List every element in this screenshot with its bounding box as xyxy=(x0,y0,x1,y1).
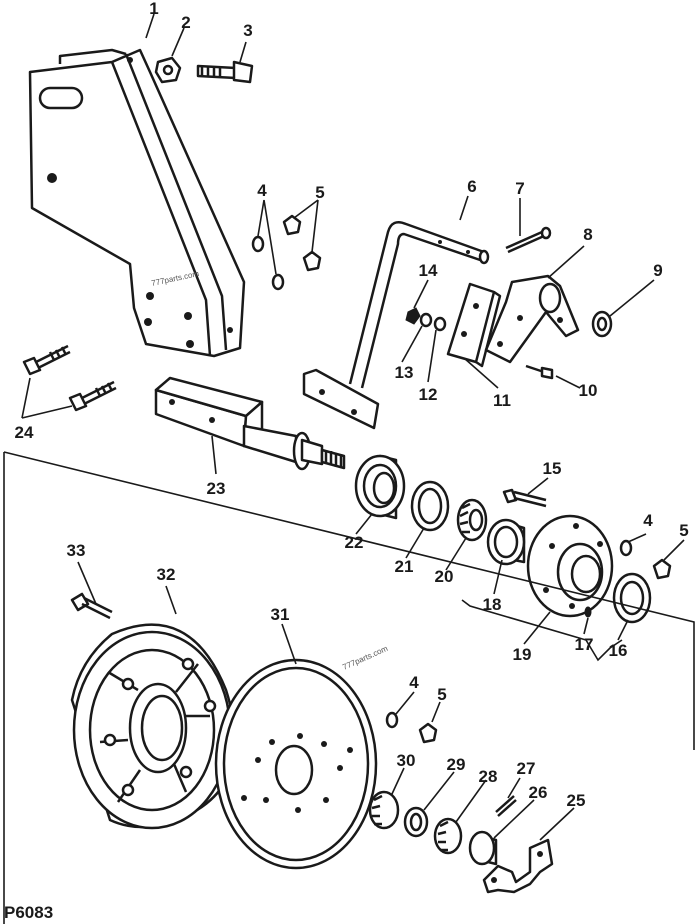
pin-part-7 xyxy=(505,226,552,254)
callout-22: 22 xyxy=(345,533,364,552)
bolt-part-33 xyxy=(70,592,113,620)
disc-part-31 xyxy=(214,658,378,870)
callout-3: 3 xyxy=(243,21,252,40)
callout-5-top: 5 xyxy=(315,183,324,202)
callout-17: 17 xyxy=(575,635,594,654)
cup-part-22 xyxy=(354,454,406,520)
nut-part-5-bottom xyxy=(418,722,438,744)
nut-part-13 xyxy=(419,312,433,328)
washer-part-4-bottom xyxy=(385,711,399,729)
race-part-18 xyxy=(486,518,526,566)
callout-9: 9 xyxy=(653,261,662,280)
nut-part-14 xyxy=(405,307,421,325)
bearing-part-30 xyxy=(368,790,400,830)
callout-labels: 1 2 3 4 5 6 7 8 9 10 11 12 13 14 15 4 5 … xyxy=(15,0,689,810)
callout-8: 8 xyxy=(583,225,592,244)
pin-part-27 xyxy=(495,795,517,817)
bracket-part-1 xyxy=(28,48,246,358)
callout-28: 28 xyxy=(479,767,498,786)
figure-id: P6083 xyxy=(4,903,53,922)
bearing-part-20 xyxy=(456,498,488,542)
nut-part-5-middle xyxy=(652,558,672,580)
callout-18: 18 xyxy=(483,595,502,614)
callout-19: 19 xyxy=(513,645,532,664)
callout-6: 6 xyxy=(467,177,476,196)
nut-part-5-top xyxy=(282,214,322,272)
washer-part-4-middle xyxy=(619,539,633,557)
seal-part-16 xyxy=(612,572,652,624)
bearing-part-28 xyxy=(433,817,463,855)
rod-part-6 xyxy=(302,221,490,430)
nut-part-2 xyxy=(154,56,182,84)
callout-26: 26 xyxy=(529,783,548,802)
callout-20: 20 xyxy=(435,567,454,586)
callout-4-middle: 4 xyxy=(643,511,653,530)
cap-part-26 xyxy=(468,830,498,866)
hub-part-19 xyxy=(526,514,614,618)
arm-part-8 xyxy=(484,274,580,364)
race-part-29 xyxy=(403,806,429,838)
callout-23: 23 xyxy=(207,479,226,498)
washer-part-12 xyxy=(433,316,447,332)
leader-lines xyxy=(21,13,685,841)
callout-14: 14 xyxy=(419,261,438,280)
bolt-part-24 xyxy=(22,344,117,412)
callout-11: 11 xyxy=(493,391,511,410)
callout-32: 32 xyxy=(157,565,176,584)
callout-30: 30 xyxy=(397,751,416,770)
callout-2: 2 xyxy=(181,13,190,32)
callout-15: 15 xyxy=(543,459,562,478)
callout-4-top: 4 xyxy=(257,181,267,200)
washer-part-4-top xyxy=(251,235,285,291)
exploded-view-outline xyxy=(3,451,695,924)
stud-part-15 xyxy=(502,488,547,508)
callout-7: 7 xyxy=(515,179,524,198)
race-part-21 xyxy=(410,480,450,532)
callout-29: 29 xyxy=(447,755,466,774)
watermark-bottom: 777parts.com xyxy=(341,644,389,672)
block-part-11 xyxy=(446,282,502,368)
callout-1: 1 xyxy=(149,0,158,18)
clamp-part-25 xyxy=(482,838,554,894)
pin-part-17 xyxy=(584,606,592,618)
callout-27: 27 xyxy=(517,759,536,778)
spindle-part-23 xyxy=(154,376,346,471)
callout-12: 12 xyxy=(419,385,438,404)
callout-5-bottom: 5 xyxy=(437,685,446,704)
callout-33: 33 xyxy=(67,541,86,560)
callout-10: 10 xyxy=(579,381,598,400)
callout-25: 25 xyxy=(567,791,586,810)
callout-5-middle: 5 xyxy=(679,521,688,540)
callout-4-bottom: 4 xyxy=(409,673,419,692)
washer-part-9 xyxy=(591,310,613,338)
bolt-part-3 xyxy=(196,60,254,84)
callout-24: 24 xyxy=(15,423,34,442)
wheel-part-32 xyxy=(70,623,237,830)
callout-16: 16 xyxy=(609,641,628,660)
callout-31: 31 xyxy=(271,605,290,624)
screw-part-10 xyxy=(525,364,554,380)
callout-13: 13 xyxy=(395,363,414,382)
callout-21: 21 xyxy=(395,557,414,576)
